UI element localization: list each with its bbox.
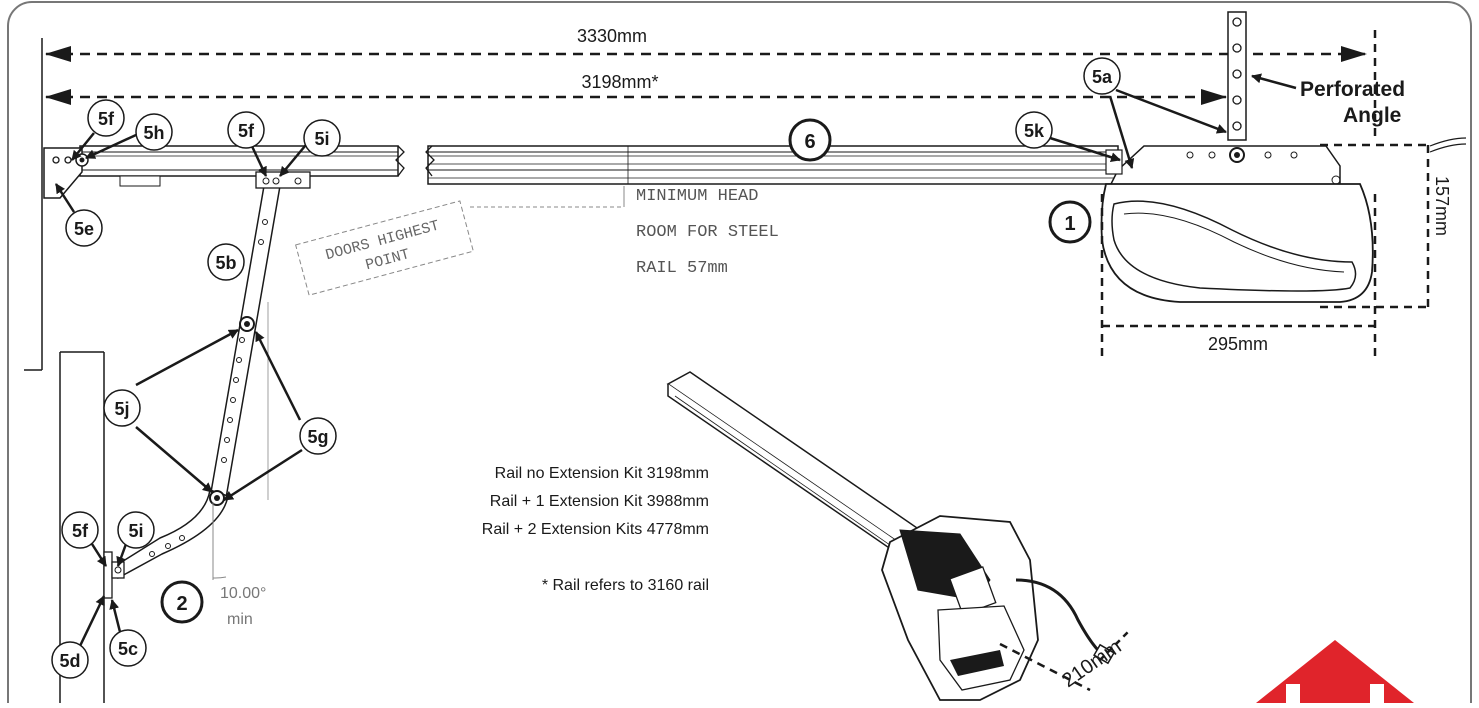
svg-text:5h: 5h	[143, 123, 164, 143]
callout-5f-mid: 5f	[227, 111, 265, 149]
door-arm-curved	[110, 489, 229, 580]
svg-text:5i: 5i	[128, 521, 143, 541]
callout-5h: 5h	[135, 113, 173, 151]
headroom-note-line-1: MINIMUM HEAD	[636, 187, 758, 206]
iso-depth-dimension	[999, 642, 1091, 692]
rail-kit-no-extension: Rail no Extension Kit 3198mm	[495, 465, 709, 482]
callout-5a: 5a	[1083, 57, 1121, 95]
callout-5c: 5c	[109, 629, 147, 667]
svg-text:5e: 5e	[74, 219, 94, 239]
perforated-angle-label-2: Angle	[1343, 104, 1401, 127]
callout-5b: 5b	[207, 243, 245, 281]
motor-width-label: 295mm	[1208, 334, 1268, 354]
perforated-angle-arrow	[1251, 73, 1297, 90]
arm-angle-note: min	[227, 611, 253, 628]
arm-angle-label: 10.00°	[220, 585, 266, 602]
callout-1: 1	[1048, 200, 1092, 244]
perforated-angle-label: Perforated	[1300, 78, 1405, 101]
callout-6: 6	[788, 118, 832, 162]
svg-text:5f: 5f	[238, 121, 255, 141]
svg-text:5f: 5f	[98, 109, 115, 129]
callout-2: 2	[160, 580, 204, 624]
dimension-overall-label: 3330mm	[577, 26, 647, 46]
callout-5g: 5g	[299, 417, 337, 455]
callout-5f-top: 5f	[87, 99, 125, 137]
callout-5f-bottom: 5f	[61, 511, 99, 549]
rail-footnote: * Rail refers to 3160 rail	[542, 577, 709, 594]
angle-guide	[212, 302, 269, 580]
svg-text:6: 6	[804, 131, 815, 153]
svg-text:5k: 5k	[1024, 121, 1045, 141]
motor-dimension-box	[1100, 143, 1430, 356]
svg-text:5d: 5d	[59, 651, 80, 671]
iso-motor-unit	[881, 515, 1115, 701]
callout-5i-bottom: 5i	[117, 511, 155, 549]
headroom-guide	[470, 186, 625, 208]
svg-text:5j: 5j	[114, 399, 129, 419]
rail-right-section	[425, 145, 1119, 185]
perforated-angle-strip	[1227, 11, 1247, 141]
brand-logo-corner	[1256, 640, 1414, 703]
wall-header	[24, 38, 43, 371]
callout-5d: 5d	[51, 641, 89, 679]
rail-kit-two-extensions: Rail + 2 Extension Kits 4778mm	[482, 521, 709, 538]
headroom-note-line-2: ROOM FOR STEEL	[636, 223, 779, 242]
svg-text:5f: 5f	[72, 521, 89, 541]
motor-height-label: 157mm	[1432, 176, 1452, 236]
svg-text:5g: 5g	[307, 427, 328, 447]
callout-5k: 5k	[1015, 111, 1053, 149]
callout-5e: 5e	[65, 209, 103, 247]
headroom-note-line-3: RAIL 57mm	[636, 259, 728, 278]
header-bracket	[43, 147, 89, 199]
dimension-overall	[45, 30, 1377, 140]
callout-5i-top: 5i	[303, 119, 341, 157]
svg-text:2: 2	[176, 593, 187, 615]
callout-leaders	[54, 88, 1227, 647]
svg-text:1: 1	[1064, 213, 1075, 235]
callout-5j: 5j	[103, 389, 141, 427]
svg-text:5c: 5c	[118, 639, 138, 659]
iso-depth-tick	[1099, 629, 1131, 661]
page-frame	[7, 1, 1472, 708]
svg-text:5a: 5a	[1092, 67, 1113, 87]
rail-kit-one-extension: Rail + 1 Extension Kit 3988mm	[490, 493, 709, 510]
door-point-box: DOORS HIGHEST POINT	[295, 200, 474, 296]
dimension-rail-label: 3198mm*	[581, 72, 658, 92]
svg-text:5i: 5i	[314, 129, 329, 149]
motor-unit-side	[1100, 137, 1467, 303]
svg-text:5b: 5b	[215, 253, 236, 273]
door-arm-straight	[209, 185, 281, 499]
rail-left-section	[79, 145, 405, 187]
